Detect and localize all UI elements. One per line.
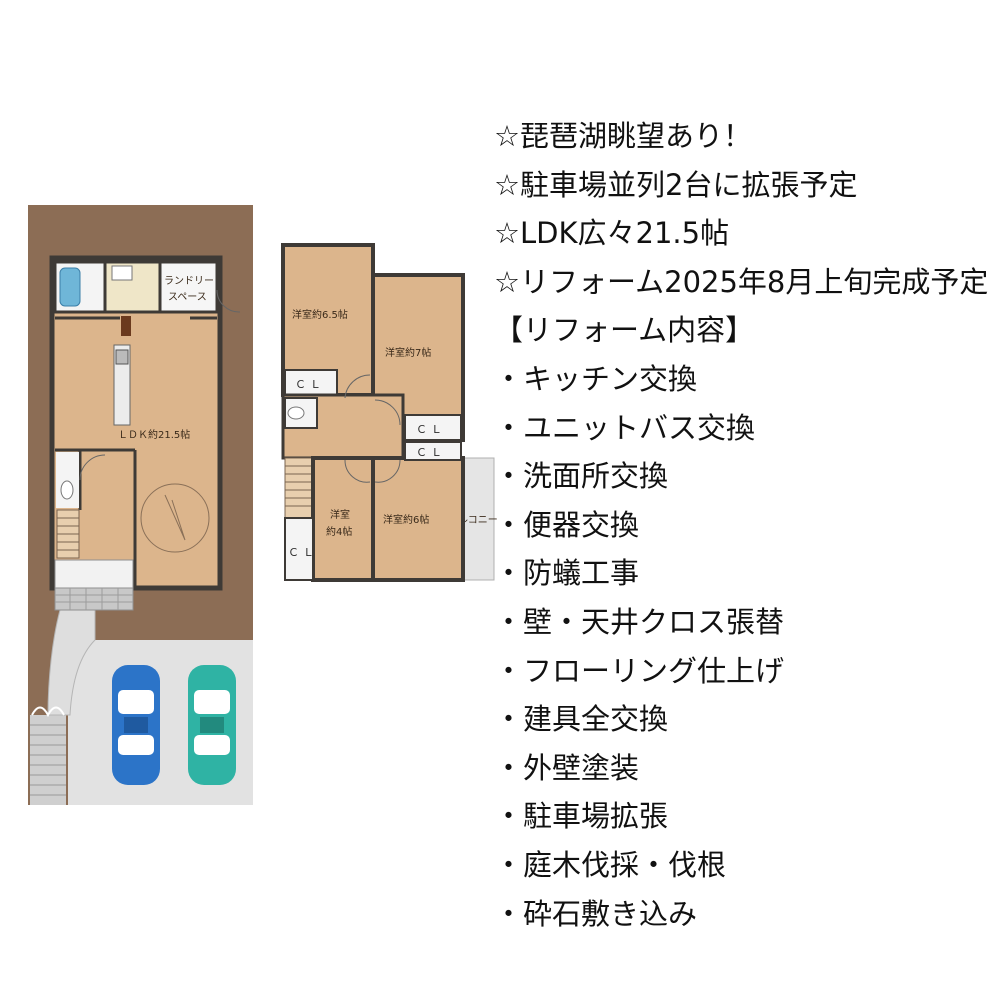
door-swing <box>374 399 401 426</box>
car-teal <box>188 665 236 785</box>
stove <box>115 349 129 365</box>
walkway <box>47 609 96 716</box>
dining-table <box>140 483 210 553</box>
reform-item: ・駐車場拡張 <box>494 799 669 834</box>
toilet-2f-bowl <box>287 406 305 420</box>
reform-item: ・キッチン交換 <box>494 361 698 396</box>
porch <box>54 559 134 589</box>
reform-item: ・砕石敷き込み <box>494 896 698 931</box>
closet-1-label: ＣＬ <box>295 378 325 391</box>
toilet-room <box>56 452 79 508</box>
highlight-item: ☆駐車場並列2台に拡張予定 <box>494 167 858 202</box>
balcony <box>461 457 495 581</box>
closet-3 <box>284 517 314 581</box>
stairs-2f <box>284 457 314 519</box>
floor-plan: ランドリー スペース ＬＤＫ約21.5帖 バルコニー 洋室約6.5帖 <box>28 205 498 805</box>
door-swing <box>374 459 401 483</box>
door-swing <box>344 374 371 399</box>
closet-2 <box>404 414 462 441</box>
ldk-label: ＬＤＫ約21.5帖 <box>118 428 190 441</box>
reform-heading: 【リフォーム内容】 <box>494 313 755 348</box>
reform-item: ・ユニットバス交換 <box>494 410 756 445</box>
closet-4-label: ＣＬ <box>416 446 446 459</box>
wash-basin <box>111 265 133 281</box>
toilet-door-swing <box>79 454 106 481</box>
stairs-1f <box>56 509 80 559</box>
laundry-door-swing <box>216 289 241 313</box>
reform-item: ・壁・天井クロス張替 <box>494 604 785 639</box>
room-6-5-label: 洋室約6.5帖 <box>292 308 348 321</box>
reform-item: ・便器交換 <box>494 507 640 542</box>
pillar <box>121 316 131 336</box>
room-7-label: 洋室約7帖 <box>385 346 431 359</box>
closet-4 <box>404 441 462 461</box>
kitchen-counter <box>113 344 131 426</box>
reform-item: ・フローリング仕上げ <box>494 653 785 688</box>
laundry-space <box>158 260 219 314</box>
laundry-label-line1: ランドリー <box>164 275 214 287</box>
toilet-bowl <box>60 480 74 500</box>
closet-3-label: ＣＬ <box>288 546 318 559</box>
closet-2-label: ＣＬ <box>416 423 446 436</box>
door-swing <box>344 459 371 483</box>
reform-item: ・外壁塗装 <box>494 750 640 785</box>
room-6-label: 洋室約6帖 <box>383 513 429 526</box>
highlight-item: ☆琵琶湖眺望あり！ <box>494 119 752 153</box>
car-blue <box>112 665 160 785</box>
reform-item: ・洗面所交換 <box>494 459 669 494</box>
reform-item: ・庭木伐採・伐根 <box>494 847 727 882</box>
bathtub <box>59 267 81 307</box>
entry-steps <box>30 715 66 805</box>
reform-item: ・建具全交換 <box>494 702 669 737</box>
room-4-label-line1: 洋室 <box>330 508 350 521</box>
reform-item: ・防蟻工事 <box>494 556 640 591</box>
entrance-tiles <box>54 587 134 611</box>
highlight-item: ☆リフォーム2025年8月上旬完成予定 <box>494 264 989 299</box>
dining-decoration <box>164 494 186 541</box>
highlight-item: ☆LDK広々21.5帖 <box>494 216 730 251</box>
room-4-label-line2: 約4帖 <box>326 525 352 538</box>
gate <box>31 706 65 718</box>
feature-list: ☆琵琶湖眺望あり！ ☆駐車場並列2台に拡張予定 ☆LDK広々21.5帖 ☆リフォーム2… <box>494 112 994 938</box>
laundry-label-line2: スペース <box>168 292 207 303</box>
